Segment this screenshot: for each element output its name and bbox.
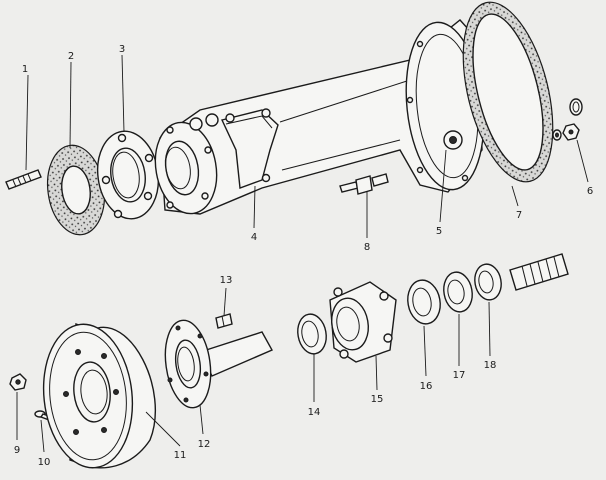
label-12: 12 — [198, 439, 211, 450]
label-2: 2 — [68, 51, 74, 62]
part-8-breather — [339, 173, 389, 195]
label-1: 1 — [22, 64, 28, 75]
label-4: 4 — [251, 232, 257, 243]
part-9-wheel-nut — [9, 373, 27, 391]
label-14: 14 — [308, 407, 321, 418]
part-17-bearing — [443, 271, 473, 313]
label-15: 15 — [371, 394, 384, 405]
part-4-5-axle-housing — [154, 19, 486, 215]
leader-lines — [16, 54, 589, 453]
part-11-brake-drum — [42, 323, 156, 469]
label-8: 8 — [364, 242, 370, 253]
part-2-gasket — [46, 144, 106, 236]
label-18: 18 — [484, 360, 497, 371]
part-18-seal — [474, 263, 502, 301]
label-9: 9 — [14, 445, 20, 456]
part-3-flange-plate — [96, 130, 160, 220]
label-11: 11 — [174, 450, 187, 461]
part-7-large-gasket — [462, 1, 554, 183]
label-6: 6 — [587, 186, 593, 197]
part-14-oil-seal — [297, 313, 327, 355]
label-16: 16 — [420, 381, 433, 392]
part-12-axle-shaft — [164, 319, 273, 409]
part-16-bearing — [407, 279, 441, 325]
label-5: 5 — [436, 226, 442, 237]
label-3: 3 — [119, 44, 125, 55]
label-13: 13 — [220, 275, 233, 286]
part-1-stud-bolt — [5, 169, 42, 190]
part-6-seal-washer-nut — [552, 98, 583, 141]
part-13-bolt — [215, 313, 233, 329]
splined-shaft-end — [509, 253, 569, 291]
part-labels: 1 2 3 4 5 6 7 8 9 10 11 12 13 14 15 16 1… — [14, 44, 593, 468]
part-15-wheel-hub — [329, 281, 397, 363]
label-7: 7 — [516, 210, 522, 221]
label-10: 10 — [38, 457, 51, 468]
label-17: 17 — [453, 370, 466, 381]
